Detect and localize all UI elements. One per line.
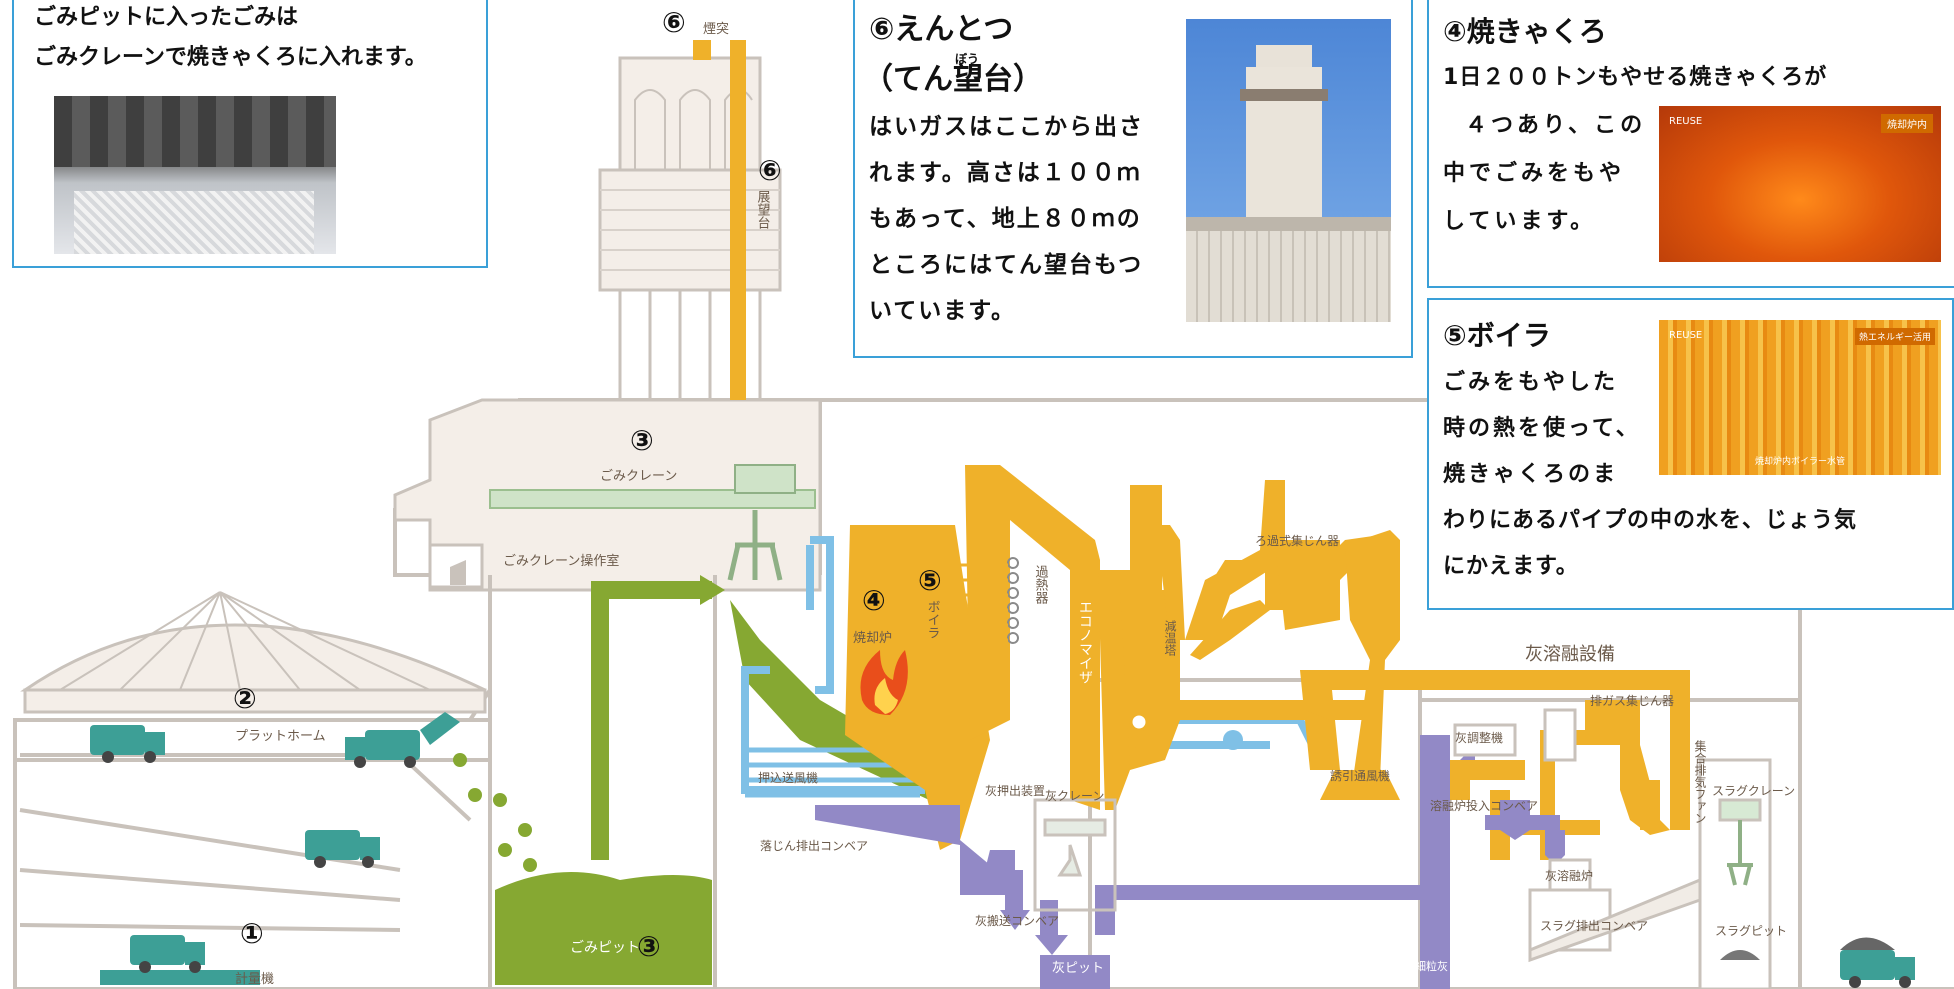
boiler-photo-logo: REUSE <box>1669 330 1703 341</box>
truck-icon <box>305 830 380 868</box>
crane-rail <box>489 489 816 509</box>
superheater-icon <box>960 557 1019 644</box>
label-melting-conveyor: 溶融炉投入コンベア <box>1430 798 1538 813</box>
incinerator-photo-tag: 焼却炉内 <box>1881 114 1933 133</box>
crane-house <box>393 398 822 592</box>
label-exhaust-filter: 排ガス集じん器 <box>1590 693 1674 708</box>
label-observatory: 展望台 <box>755 190 771 229</box>
panel-chimney-line-4: ところにはてん望台もつ <box>869 252 1144 278</box>
truck-icon <box>100 935 260 985</box>
label-crane: ごみクレーン <box>600 468 677 484</box>
label-ash-transport: 灰搬送コンベア <box>975 913 1059 928</box>
marker-2: ② <box>233 682 257 715</box>
garbage-trucks <box>90 712 1915 988</box>
label-slag-conveyor: スラグ排出コンベア <box>1540 919 1648 933</box>
label-economizer: エコノマイザ <box>1077 600 1093 684</box>
incinerator-photo: REUSE 焼却炉内 <box>1659 106 1941 262</box>
marker-6: ⑥ <box>662 6 686 39</box>
ash-facility <box>1033 708 1772 989</box>
label-ash-crane: 灰クレーン <box>1045 789 1104 803</box>
panel-incinerator-line-1: 1日２００トンもやせる焼きゃくろが <box>1443 65 1828 90</box>
panel-chimney-ruby: ぼう <box>955 52 980 66</box>
label-cooling-tower: 減温塔 <box>1163 619 1177 657</box>
panel-boiler-line-3: 焼きゃくろのま <box>1443 462 1619 487</box>
label-superheater: 過熱器 <box>1033 565 1049 605</box>
crane-trolley <box>734 464 796 494</box>
label-slag-crane: スラグクレーン <box>1712 784 1795 798</box>
panel-boiler-line-2: 時の熱を使って、 <box>1443 416 1641 441</box>
panel-boiler-title: ⑤ボイラ <box>1443 319 1551 352</box>
panel-boiler-line-1: ごみをもやした <box>1443 370 1619 395</box>
observation-tower <box>598 40 782 400</box>
truck-ramps <box>19 753 472 932</box>
pit-photo <box>54 96 336 254</box>
label-fine-ash-pit: 細粒灰ピット <box>1415 959 1481 973</box>
label-boiler: ボイラ <box>925 600 940 639</box>
crane-grab-icon <box>727 510 783 581</box>
label-ash-melting-facility: 灰溶融設備 <box>1525 644 1615 665</box>
ash-lines <box>815 735 1565 989</box>
label-ash-conditioner: 灰調整機 <box>1455 730 1503 745</box>
boiler-photo: REUSE 熱エネルギー活用 焼却炉内ボイラー水管 <box>1659 320 1941 475</box>
chimney-flue <box>730 40 746 400</box>
label-bag-filter: ろ過式集じん器 <box>1255 533 1339 548</box>
slag-truck-icon <box>1840 937 1915 988</box>
panel-incinerator-line-3: 中でごみをもや <box>1443 161 1626 186</box>
panel-pit: ごみピットに入ったごみは ごみクレーンで焼きゃくろに入れます。 <box>12 0 488 268</box>
panel-pit-line-2: ごみクレーンで焼きゃくろに入れます。 <box>34 45 427 70</box>
panel-chimney: ⑥えんとつ ぼう （てん望台） はいガスはここから出さ れます。高さは１００ｍ … <box>853 0 1413 358</box>
panel-incinerator-line-2: ４つあり、この <box>1465 113 1647 138</box>
label-ash-push: 灰押出装置 <box>985 784 1045 798</box>
truck-icon <box>345 712 460 768</box>
label-slag-pit: スラグピット <box>1715 924 1787 938</box>
panel-chimney-line-3: もあって、地上８０ｍの <box>869 206 1142 232</box>
label-scale: 計量機 <box>235 971 274 987</box>
label-platform: プラットホーム <box>235 729 326 744</box>
fire-icon <box>860 650 908 715</box>
panel-chimney-title-2: （てん望台） <box>863 62 1043 97</box>
label-push-fan: 押込送風機 <box>758 770 818 785</box>
marker-4: ④ <box>862 584 886 617</box>
label-ash-pit: 灰ピット <box>1052 961 1104 976</box>
panel-chimney-line-1: はいガスはここから出さ <box>869 114 1144 140</box>
label-incinerator: 焼却炉 <box>853 631 892 646</box>
incinerator-photo-logo: REUSE <box>1669 116 1703 127</box>
marker-3: ③ <box>630 424 654 457</box>
label-chimney-small: 煙突 <box>703 21 729 37</box>
marker-3b: ③ <box>637 930 661 963</box>
panel-incinerator-line-4: しています。 <box>1443 209 1597 234</box>
panel-chimney-title: ⑥えんとつ <box>869 12 1014 47</box>
label-collective-fan: 集合排気ファン <box>1693 739 1707 824</box>
panel-incinerator: ④焼きゃくろ 1日２００トンもやせる焼きゃくろが ４つあり、この 中でごみをもや… <box>1427 0 1954 288</box>
marker-5: ⑤ <box>918 564 942 597</box>
truck-icon <box>90 725 165 763</box>
furnace-and-flue <box>845 465 1690 860</box>
label-pit: ごみピット <box>570 940 640 956</box>
label-induced-fan: 誘引通風機 <box>1330 768 1390 783</box>
boiler-photo-caption: 焼却炉内ボイラー水管 <box>1754 457 1845 467</box>
panel-chimney-line-2: れます。高さは１００ｍ <box>869 160 1142 186</box>
marker-1: ① <box>240 917 264 950</box>
chimney-photo <box>1186 19 1391 322</box>
panel-boiler: ⑤ボイラ ごみをもやした 時の熱を使って、 焼きゃくろのま わりにあるパイプの中… <box>1427 298 1954 610</box>
label-crane-room: ごみクレーン操作室 <box>503 553 619 569</box>
platform-roof <box>20 591 487 714</box>
panel-incinerator-title: ④焼きゃくろ <box>1443 15 1607 48</box>
panel-boiler-line-4: わりにあるパイプの中の水を、じょう気 <box>1443 508 1858 533</box>
label-ash-melting-furnace: 灰溶融炉 <box>1545 868 1593 883</box>
diagram-labels: 煙突 ごみクレーン ごみクレーン操作室 プラットホーム 計量機 ごみピット 焼却… <box>233 6 1795 987</box>
panel-boiler-line-5: にかえます。 <box>1443 554 1579 579</box>
panel-pit-line-1: ごみピットに入ったごみは <box>34 5 299 30</box>
boiler-photo-tag: 熱エネルギー活用 <box>1854 328 1935 345</box>
label-dust-conveyor: 落じん排出コンベア <box>760 839 868 853</box>
marker-6b: ⑥ <box>758 154 782 187</box>
panel-chimney-line-5: いています。 <box>869 298 1017 324</box>
